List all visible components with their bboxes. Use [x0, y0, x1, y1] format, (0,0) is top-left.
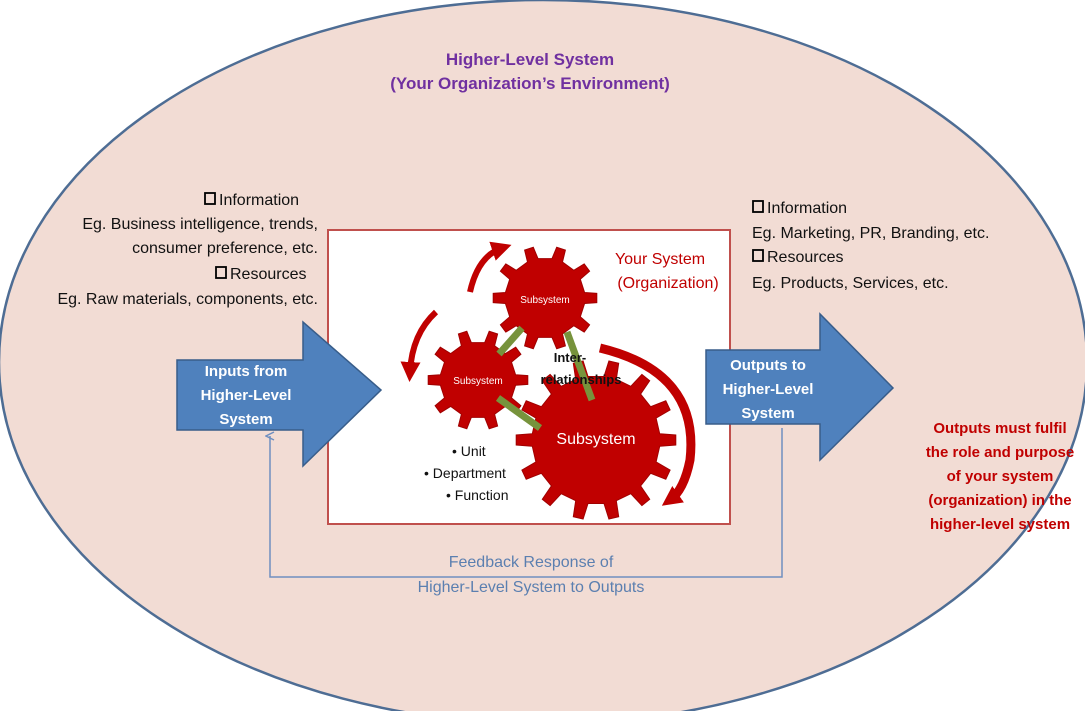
connector-left-big: [495, 395, 543, 431]
gear-left-label: Subsystem: [453, 376, 502, 387]
outputs-note-line2: the role and purpose: [926, 444, 1074, 461]
feedback-loop-line: [270, 428, 783, 578]
inputs-info-example-1: Eg. Business intelligence, trends,: [82, 216, 318, 233]
input-arrow: [176, 320, 383, 468]
connector-top-big: [563, 330, 596, 402]
inputs-resources-example: Eg. Raw materials, components, etc.: [57, 291, 318, 308]
cycle-arrow-top: [467, 241, 512, 293]
output-arrow-line3: System: [741, 405, 794, 422]
gear-big-label: Subsystem: [556, 431, 635, 448]
subsystem-gear-big: [515, 360, 677, 520]
bullet-department: • Department: [424, 465, 506, 481]
inputs-info-heading: Information: [219, 192, 299, 209]
outputs-info-heading: Information: [767, 200, 847, 217]
your-system-title-line2: (Organization): [617, 275, 718, 292]
interrelationships-line1: Inter-: [554, 350, 587, 365]
outputs-note-line5: higher-level system: [930, 516, 1070, 533]
gear-top-label: Subsystem: [520, 295, 569, 306]
outputs-resources-example: Eg. Products, Services, etc.: [752, 275, 949, 292]
inputs-text-block: Information Eg. Business intelligence, t…: [57, 192, 318, 308]
inputs-info-example-2: consumer preference, etc.: [132, 240, 318, 257]
cycle-arrow-right: [598, 343, 696, 506]
checkbox-icon: [752, 200, 764, 213]
checkbox-icon: [215, 266, 227, 279]
bullet-function: • Function: [446, 487, 509, 503]
outputs-note: Outputs must fulfil the role and purpose…: [926, 420, 1074, 533]
interrelationships-line2: relationships: [541, 372, 622, 387]
connector-top-left: [496, 325, 525, 357]
gear-shape: [515, 360, 677, 520]
output-arrow-line2: Higher-Level: [723, 381, 814, 398]
subsystem-bullets: • Unit • Department • Function: [424, 443, 509, 503]
gear-shape: [492, 246, 598, 350]
inputs-resources-heading: Resources: [230, 266, 306, 283]
feedback-line1: Feedback Response of: [449, 554, 614, 571]
input-arrow-line2: Higher-Level: [201, 387, 292, 404]
output-arrow-line1: Outputs to: [730, 357, 806, 374]
checkbox-icon: [204, 192, 216, 205]
outputs-resources-heading: Resources: [767, 249, 843, 266]
bullet-unit: • Unit: [452, 443, 486, 459]
your-system-title-line1: Your System: [615, 251, 705, 268]
input-arrow-line1: Inputs from: [205, 363, 288, 380]
checkbox-icon: [752, 249, 764, 262]
environment-title-line1: Higher-Level System: [446, 50, 614, 69]
feedback-line2: Higher-Level System to Outputs: [418, 579, 645, 596]
outputs-text-block: Information Eg. Marketing, PR, Branding,…: [752, 200, 989, 292]
output-arrow: [705, 312, 895, 462]
subsystem-gear-top: [492, 246, 598, 350]
outputs-note-line3: of your system: [947, 468, 1054, 485]
outputs-note-line1: Outputs must fulfil: [933, 420, 1066, 437]
cycle-arrow-left: [400, 309, 439, 382]
outputs-note-line4: (organization) in the: [928, 492, 1071, 509]
outputs-info-example: Eg. Marketing, PR, Branding, etc.: [752, 225, 989, 242]
input-arrow-line3: System: [219, 411, 272, 428]
environment-title-line2: (Your Organization’s Environment): [390, 74, 670, 93]
